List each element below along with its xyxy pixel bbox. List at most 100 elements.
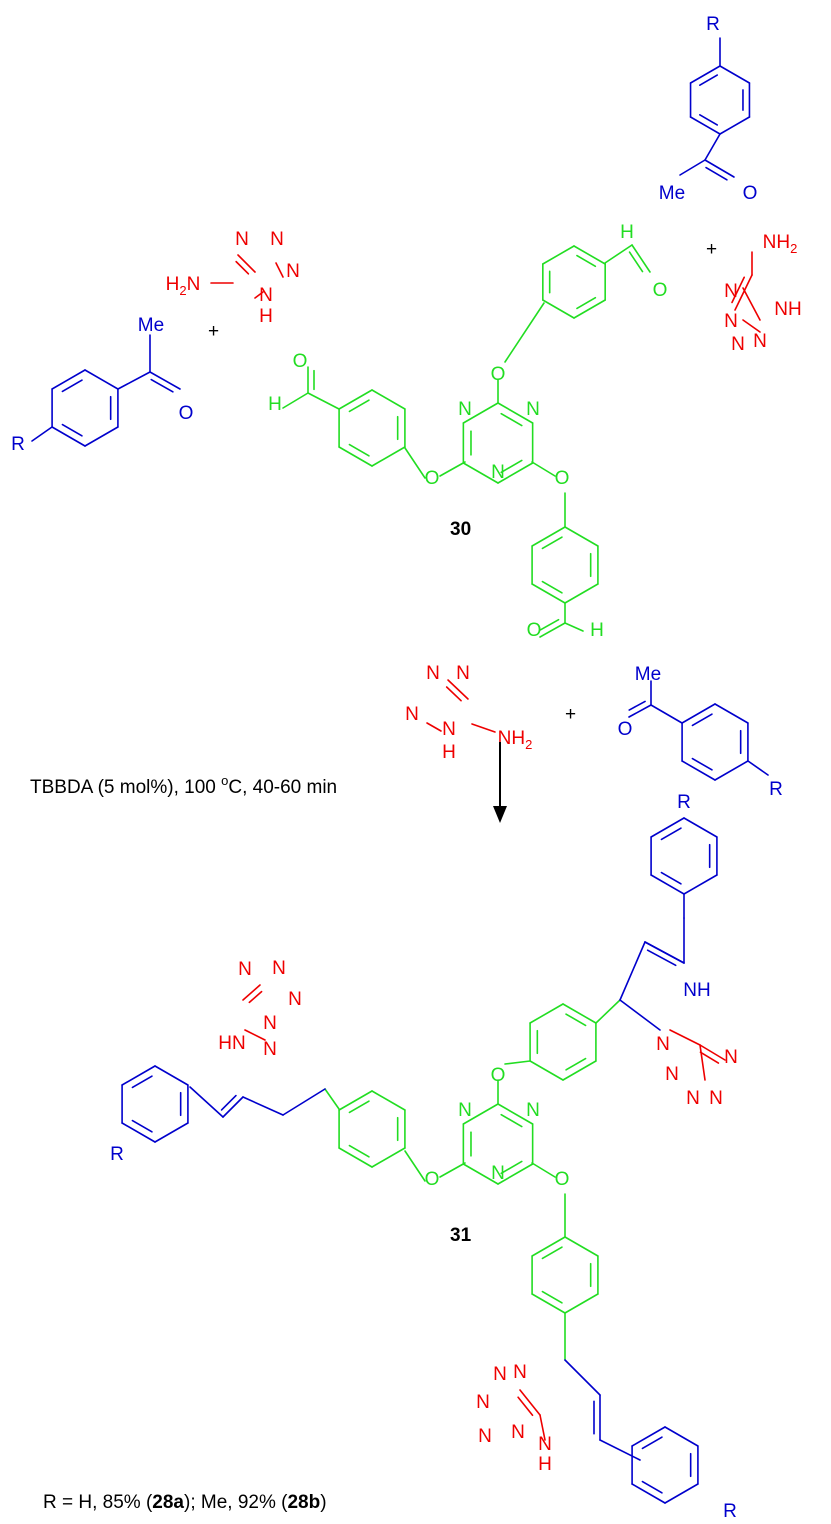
atom-label: R: [723, 1501, 737, 1522]
bond: [504, 1060, 531, 1065]
double-bond: [500, 1160, 523, 1175]
double-bond: [660, 871, 682, 885]
bond: [504, 302, 545, 363]
double-bond: [541, 536, 563, 550]
ring-bond: [664, 1426, 699, 1447]
ring-bond: [650, 817, 685, 838]
double-bond: [61, 379, 83, 393]
ring-bond: [462, 1163, 499, 1185]
atom-label: R: [110, 1144, 124, 1165]
bond: [254, 291, 264, 299]
ring-bond: [714, 703, 749, 724]
bond: [704, 159, 735, 178]
ring-bond: [683, 874, 718, 895]
bond: [628, 704, 652, 718]
double-bond: [348, 399, 370, 413]
compound-31-label: 31: [450, 1225, 472, 1246]
ring-bond: [497, 462, 534, 484]
bond-layer: [31, 37, 769, 1504]
atom-label: N: [238, 959, 252, 980]
bond: [734, 274, 753, 311]
plus-sign-3: +: [565, 704, 576, 725]
atom-label: N: [511, 1422, 525, 1443]
double-bond: [500, 459, 523, 474]
ring-bond: [719, 65, 751, 84]
atom-label: H: [259, 306, 273, 327]
bond: [471, 723, 496, 733]
atom-label: N: [526, 1100, 540, 1121]
atom-label: O: [743, 183, 758, 204]
double-bond: [691, 757, 713, 771]
ring-bond: [338, 1147, 373, 1168]
bond: [222, 1096, 244, 1118]
ring-bond: [683, 817, 718, 838]
double-bond: [131, 1075, 153, 1089]
ring-bond: [84, 426, 119, 447]
atom-label: O: [653, 280, 668, 301]
bond: [539, 1414, 546, 1441]
bond: [644, 941, 685, 964]
ring-bond: [573, 299, 606, 319]
atom-label: NH: [774, 299, 801, 320]
atom-label: N: [458, 1100, 472, 1121]
ring-bond: [371, 1147, 406, 1168]
atom-label: O: [555, 468, 570, 489]
double-bond: [235, 260, 250, 275]
ring-bond: [529, 1003, 564, 1024]
atom-label: N: [538, 1434, 552, 1455]
double-bond: [628, 700, 646, 711]
bond: [539, 622, 566, 638]
bond: [149, 371, 181, 390]
atom-label: N: [263, 1039, 277, 1060]
bond: [117, 371, 151, 390]
atom-label: Me: [659, 183, 685, 204]
double-bond: [641, 1480, 663, 1494]
bond: [531, 1162, 556, 1178]
double-bond: [220, 1094, 237, 1111]
double-bond: [641, 1436, 663, 1450]
double-bond: [698, 114, 719, 126]
bond: [31, 426, 53, 442]
bond: [619, 941, 646, 1001]
ring-bond: [462, 462, 499, 484]
bond: [747, 760, 769, 776]
atom-label: N: [458, 399, 472, 420]
ring-bond: [714, 760, 749, 781]
plus-sign-2: +: [706, 239, 717, 260]
double-bond: [61, 423, 83, 437]
bond: [595, 999, 621, 1024]
ring-bond: [631, 1483, 666, 1504]
ring-bond: [542, 245, 575, 265]
ring-bond: [564, 583, 599, 604]
double-bond: [660, 827, 682, 841]
ring-bond: [564, 1293, 599, 1314]
ring-bond: [681, 760, 716, 781]
atom-label: N: [709, 1088, 723, 1109]
ring-bond: [573, 245, 606, 265]
bond: [439, 1162, 466, 1178]
bond: [282, 1088, 326, 1116]
atom-label: N: [513, 1362, 527, 1383]
bond: [564, 1359, 601, 1396]
bond: [244, 1029, 266, 1041]
atom-label: N: [724, 311, 738, 332]
bond: [742, 319, 761, 333]
ring-bond: [51, 369, 86, 390]
bond: [669, 1029, 701, 1046]
atom-label: O: [293, 351, 308, 372]
ring-bond: [531, 1293, 566, 1314]
bond: [564, 622, 584, 632]
atom-label: HN: [218, 1033, 245, 1054]
bond: [275, 262, 284, 278]
atom-label: O: [491, 1065, 506, 1086]
atom-label: O: [527, 620, 542, 641]
ring-bond: [121, 1065, 156, 1086]
atom-label: NH2: [498, 728, 533, 752]
atom-label: N: [259, 285, 273, 306]
atom-label: N: [665, 1064, 679, 1085]
ring-bond: [681, 703, 716, 724]
ring-bond: [564, 1236, 599, 1257]
double-bond: [500, 1113, 523, 1128]
ring-bond: [371, 1090, 406, 1111]
